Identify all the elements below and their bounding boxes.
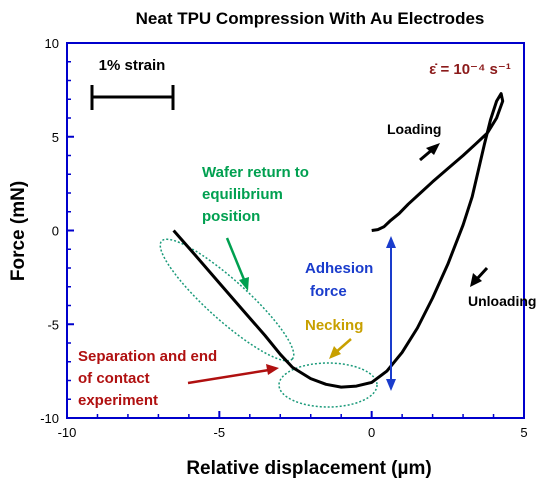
y-tick-label: 10 <box>45 36 59 51</box>
separation-arrow <box>187 364 279 385</box>
x-tick-label: 0 <box>368 425 375 440</box>
y-axis-title: Force (mN) <box>8 181 29 281</box>
adhesion-label-line1: Adhesion <box>305 260 373 277</box>
x-tick-label: -10 <box>58 425 77 440</box>
necking-label: Necking <box>305 317 363 334</box>
x-tick-label: 5 <box>520 425 527 440</box>
wafer-label-line1: Wafer return to <box>202 164 309 181</box>
strain-label: 1% strain <box>99 57 166 74</box>
y-tick-label: 0 <box>52 224 59 239</box>
unloading-label: Unloading <box>468 293 536 309</box>
y-tick-label: -5 <box>47 317 59 332</box>
x-tick-label: -5 <box>214 425 226 440</box>
separation-label-line3: experiment <box>78 392 158 409</box>
unloading-arrow <box>470 266 489 287</box>
adhesion-label-line2: force <box>310 283 347 300</box>
wafer-ellipse <box>159 238 295 362</box>
loading-arrow <box>419 143 440 162</box>
y-tick-label: 5 <box>52 130 59 145</box>
wafer-label-line3: position <box>202 208 260 225</box>
strain-scale-bar <box>90 85 175 110</box>
separation-label-line2: of contact <box>78 370 150 387</box>
y-tick-label: -10 <box>40 411 59 426</box>
wafer-label-line2: equilibrium <box>202 186 283 203</box>
wafer-arrow <box>225 237 249 291</box>
necking-arrow <box>329 338 352 359</box>
loading-label: Loading <box>387 121 441 137</box>
strain-rate-label: ε̇ = 10⁻⁴ s⁻¹ <box>429 61 511 78</box>
necking-ellipse <box>278 362 378 408</box>
chart-title: Neat TPU Compression With Au Electrodes <box>136 9 485 28</box>
adhesion-arrow <box>386 236 396 391</box>
force-displacement-curve <box>172 92 505 389</box>
axis-ticks: -10 -5 0 5 10 5 0 -5 -10 <box>40 36 527 440</box>
separation-label-line1: Separation and end <box>78 348 217 365</box>
x-axis-title: Relative displacement (µm) <box>186 458 431 479</box>
